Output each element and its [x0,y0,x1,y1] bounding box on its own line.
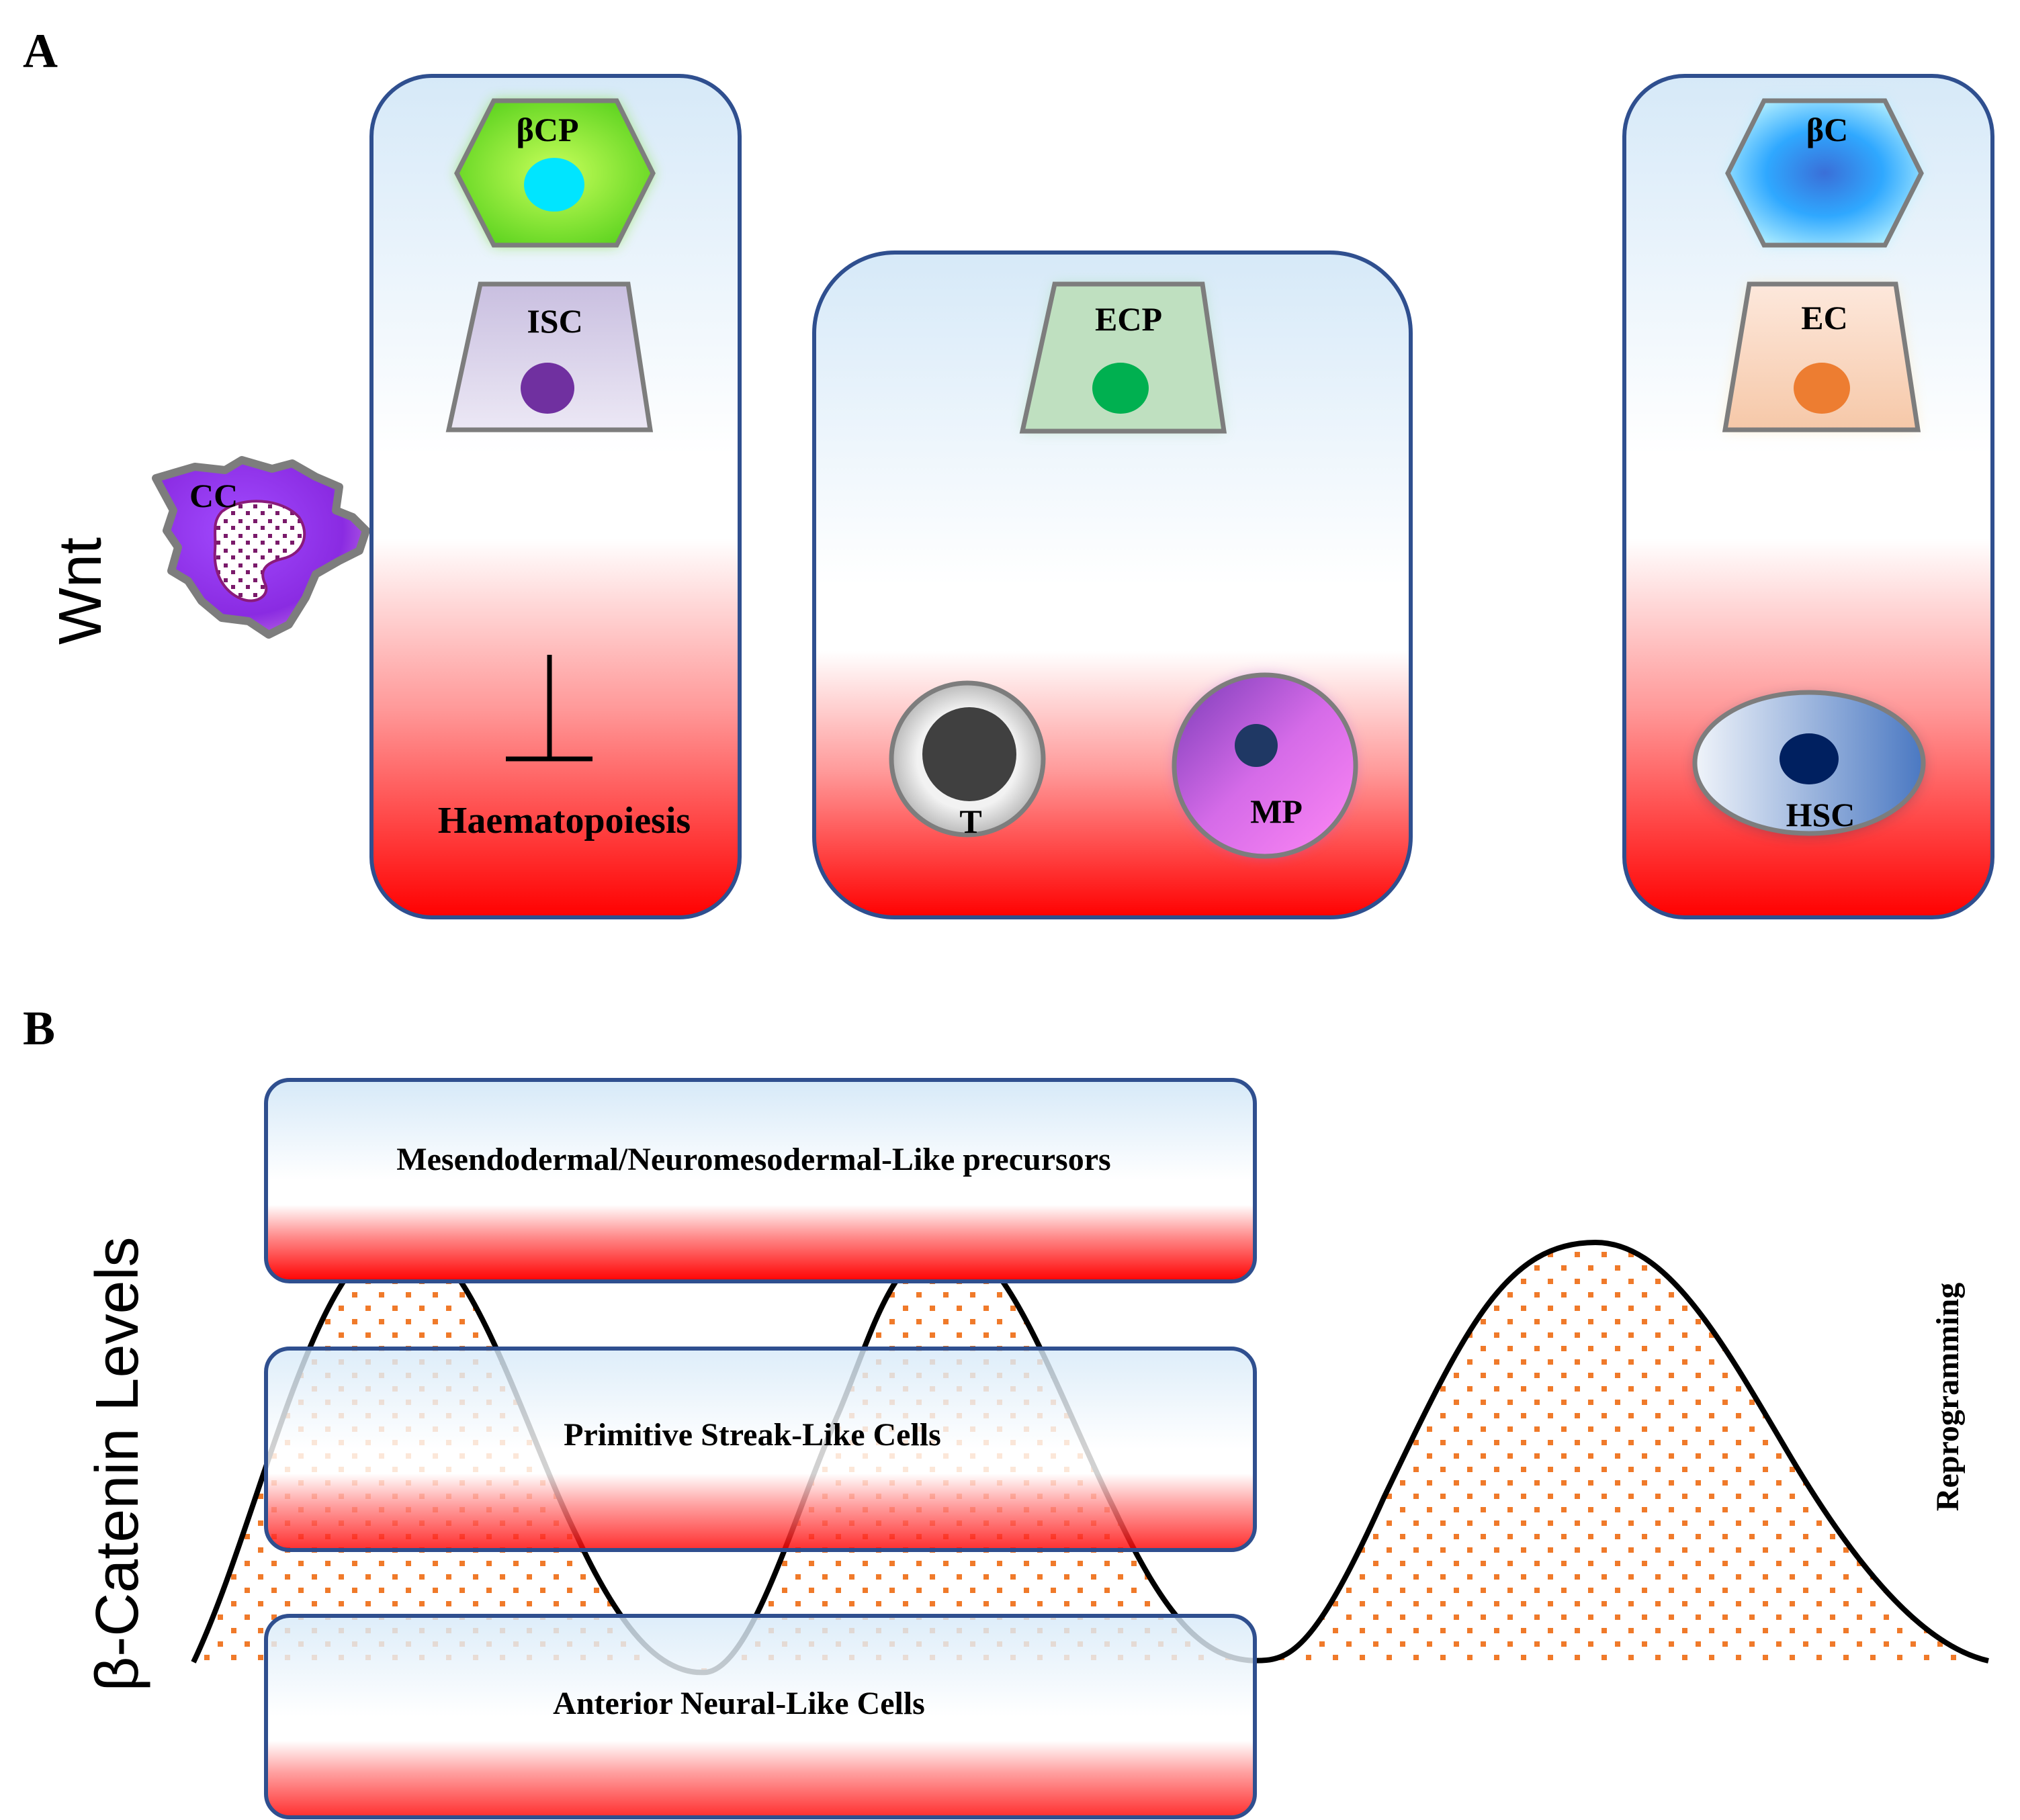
beta-catenin-progenitor-cell: βCP [454,98,656,248]
ecp-label: ECP [1095,300,1162,338]
endothelial-progenitor-cell: ECP [1019,281,1227,434]
wnt-axis-label: Wnt [47,537,114,645]
ec-nucleus [1794,363,1850,414]
t-cell-nucleus [922,707,1016,801]
ec-label: EC [1801,299,1847,336]
beta-catenin-curve [191,1232,1989,1676]
bc-label: βC [1806,111,1848,148]
cancer-cell: CC [152,456,370,639]
box-middle: ECP T MP [812,251,1413,919]
cancer-cell-label: CC [189,477,238,514]
hsc-label: HSC [1786,796,1855,833]
box-right: βC EC HSC [1622,74,1994,919]
band-mesendodermal: Mesendodermal/Neuromesodermal-Like precu… [264,1078,1257,1283]
box-left: βCP ISC Haematopoiesis [369,74,742,919]
band-anterior-neural: Anterior Neural-Like Cells [264,1614,1257,1819]
inhibition-symbol [506,655,592,762]
panel-a-label: A [23,24,58,78]
curve-area-fill [195,1236,1988,1673]
mp-nucleus [1235,724,1278,767]
t-cell: T [889,680,1046,840]
intestinal-stem-cell: ISC [445,281,654,433]
panel-b-label: B [23,1001,55,1055]
isc-nucleus [521,363,574,414]
bcp-nucleus [524,158,584,212]
isc-label: ISC [527,302,582,340]
macrophage-cell: MP [1172,672,1358,859]
haematopoiesis-label: Haematopoiesis [438,800,691,841]
endothelial-cell: EC [1722,281,1921,433]
band-primitive-streak: Primitive Streak-Like Cells [264,1347,1257,1552]
band-primitive-streak-label: Primitive Streak-Like Cells [564,1417,941,1453]
beta-catenin-cell: βC [1725,98,1924,248]
reprogramming-label: Reprogramming [1930,1283,1966,1511]
beta-catenin-axis-label: β-Catenin Levels [84,1236,151,1691]
bcp-label: βCP [517,111,579,148]
t-cell-label: T [959,803,981,840]
band-mesendodermal-label: Mesendodermal/Neuromesodermal-Like precu… [396,1142,1110,1177]
band-anterior-neural-label: Anterior Neural-Like Cells [553,1686,925,1721]
hsc-nucleus [1780,733,1839,784]
haematopoietic-stem-cell: HSC [1692,690,1926,836]
ecp-nucleus [1092,363,1149,414]
mp-label: MP [1250,792,1303,830]
